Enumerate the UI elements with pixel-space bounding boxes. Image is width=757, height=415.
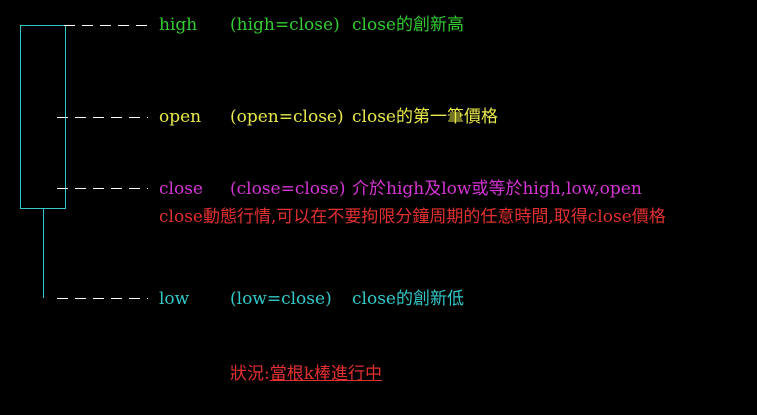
close-formula: (close=close) bbox=[230, 179, 346, 199]
close-description: 介於high及low或等於high,low,open bbox=[352, 179, 642, 199]
low-label: low bbox=[159, 289, 190, 309]
status-value: 當根k棒進行中 bbox=[269, 364, 383, 384]
high-description: close的創新高 bbox=[352, 15, 464, 35]
open-description: close的第一筆價格 bbox=[352, 107, 498, 127]
open-label: open bbox=[159, 107, 202, 127]
high-formula: (high=close) bbox=[230, 15, 340, 35]
close-label: close bbox=[159, 179, 203, 199]
low-formula: (low=close) bbox=[230, 289, 332, 309]
close-dynamic-note: close動態行情,可以在不要拘限分鐘周期的任意時間,取得close價格 bbox=[159, 207, 666, 227]
status-label: 狀況: bbox=[230, 364, 270, 384]
high-label: high bbox=[159, 15, 198, 35]
low-description: close的創新低 bbox=[352, 289, 464, 309]
status-text: 狀況:當根k棒進行中 bbox=[230, 364, 382, 384]
open-formula: (open=close) bbox=[230, 107, 344, 127]
